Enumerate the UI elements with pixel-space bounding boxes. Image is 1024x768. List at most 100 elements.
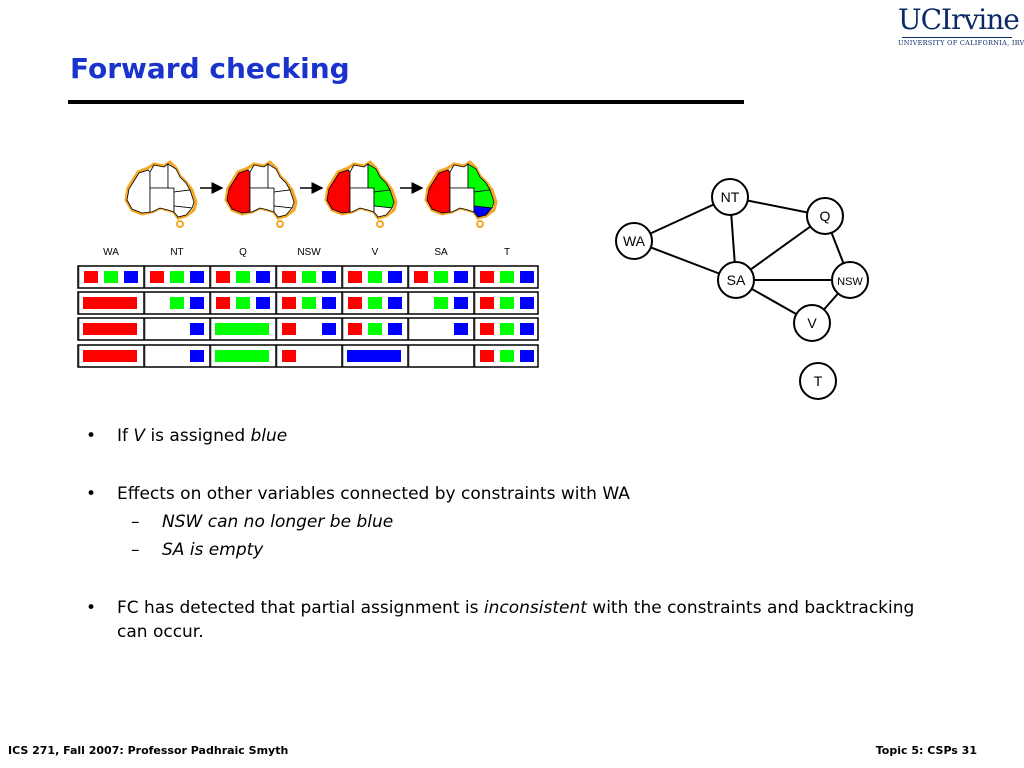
table-row (77, 317, 539, 341)
value-square-green (500, 297, 514, 309)
value-square-red (348, 323, 362, 335)
region-nt (149, 163, 169, 189)
value-square-red (150, 271, 164, 283)
value-square-blue (190, 323, 204, 335)
value-bar-green (215, 323, 269, 335)
value-square-red (216, 297, 230, 309)
logo-subtitle: UNIVERSITY OF CALIFORNIA, IRVINE (898, 39, 1024, 47)
value-square-green (368, 297, 382, 309)
sub-bullet-1-text: NSW can no longer be blue (162, 512, 394, 532)
value-square-blue (454, 323, 468, 335)
footer-course: ICS 271, Fall 2007: Professor Padhraic S… (8, 744, 289, 757)
region-v (173, 205, 193, 218)
australia-map-4 (424, 160, 498, 228)
region-nsw (473, 189, 495, 209)
region-q (467, 163, 491, 193)
footer-page: Topic 5: CSPs 31 (875, 744, 977, 757)
graph-node-sa (717, 261, 755, 299)
bullet-3-post: with the constraints and backtracking ca… (117, 598, 915, 642)
graph-node-label-wa: WA (623, 233, 646, 249)
graph-node-q (806, 197, 844, 235)
graph-node-wa (615, 222, 653, 260)
sub-bullet-dash: – (131, 512, 140, 532)
value-square-green (236, 271, 250, 283)
region-q (167, 163, 191, 193)
column-header-nt: NT (170, 247, 183, 258)
graph-node-v (793, 304, 831, 342)
value-bar-blue (347, 350, 401, 362)
region-nt (449, 163, 469, 189)
region-q (267, 163, 291, 193)
region-sa (149, 187, 175, 213)
value-square-red (480, 350, 494, 362)
region-v (473, 205, 493, 218)
value-square-blue (322, 271, 336, 283)
value-square-green (302, 297, 316, 309)
value-square-blue (388, 297, 402, 309)
region-sa (349, 187, 375, 213)
region-nsw (373, 189, 395, 209)
sub-bullet-2-text: SA is empty (162, 540, 264, 560)
value-square-green (500, 323, 514, 335)
column-header-sa: SA (434, 247, 448, 258)
graph-node-label-q: Q (820, 208, 831, 224)
value-square-red (282, 297, 296, 309)
value-square-blue (520, 271, 534, 283)
bullet-dot: • (86, 426, 97, 446)
value-square-green (236, 297, 250, 309)
graph-node-label-v: V (807, 315, 817, 331)
logo-divider (902, 37, 1012, 38)
value-square-green (302, 271, 316, 283)
value-square-red (480, 271, 494, 283)
column-header-v: V (372, 247, 379, 258)
value-square-blue (520, 350, 534, 362)
slide-title: Forward checking (70, 52, 350, 85)
value-square-red (480, 323, 494, 335)
value-square-green (434, 297, 448, 309)
bullet-dot: • (86, 484, 97, 504)
value-square-green (170, 271, 184, 283)
australia-map-2 (224, 160, 298, 228)
region-wa (226, 169, 251, 214)
title-underline (68, 100, 744, 104)
value-square-green (500, 350, 514, 362)
value-square-blue (322, 297, 336, 309)
region-sa (449, 187, 475, 213)
value-square-blue (388, 271, 402, 283)
region-q (367, 163, 391, 193)
value-square-blue (190, 297, 204, 309)
bullet-dot: • (86, 598, 97, 618)
column-header-wa: WA (103, 247, 119, 258)
australia-map-3 (324, 160, 398, 228)
value-square-blue (190, 271, 204, 283)
value-bar-red (83, 297, 137, 309)
graph-node-label-nt: NT (721, 189, 740, 205)
region-nt (249, 163, 269, 189)
column-header-q: Q (239, 247, 247, 258)
value-square-red (84, 271, 98, 283)
bullet-1-val: blue (250, 426, 288, 446)
bullet-1-pre: If (117, 426, 134, 446)
graph-node-t (799, 362, 837, 400)
region-wa (426, 169, 451, 214)
value-square-green (500, 271, 514, 283)
region-v (373, 205, 393, 218)
graph-node-label-t: T (814, 373, 823, 389)
bullet-1-mid: is assigned (145, 426, 251, 446)
region-t (376, 220, 384, 228)
value-bar-red (83, 323, 137, 335)
column-header-t: T (504, 247, 510, 258)
australia-map-sequence (124, 160, 498, 228)
region-nsw (173, 189, 195, 209)
graph-node-label-nsw: NSW (837, 276, 863, 288)
value-square-blue (520, 323, 534, 335)
value-square-red (282, 323, 296, 335)
region-v (273, 205, 293, 218)
value-square-red (216, 271, 230, 283)
region-nsw (273, 189, 295, 209)
value-square-green (104, 271, 118, 283)
value-square-blue (256, 297, 270, 309)
